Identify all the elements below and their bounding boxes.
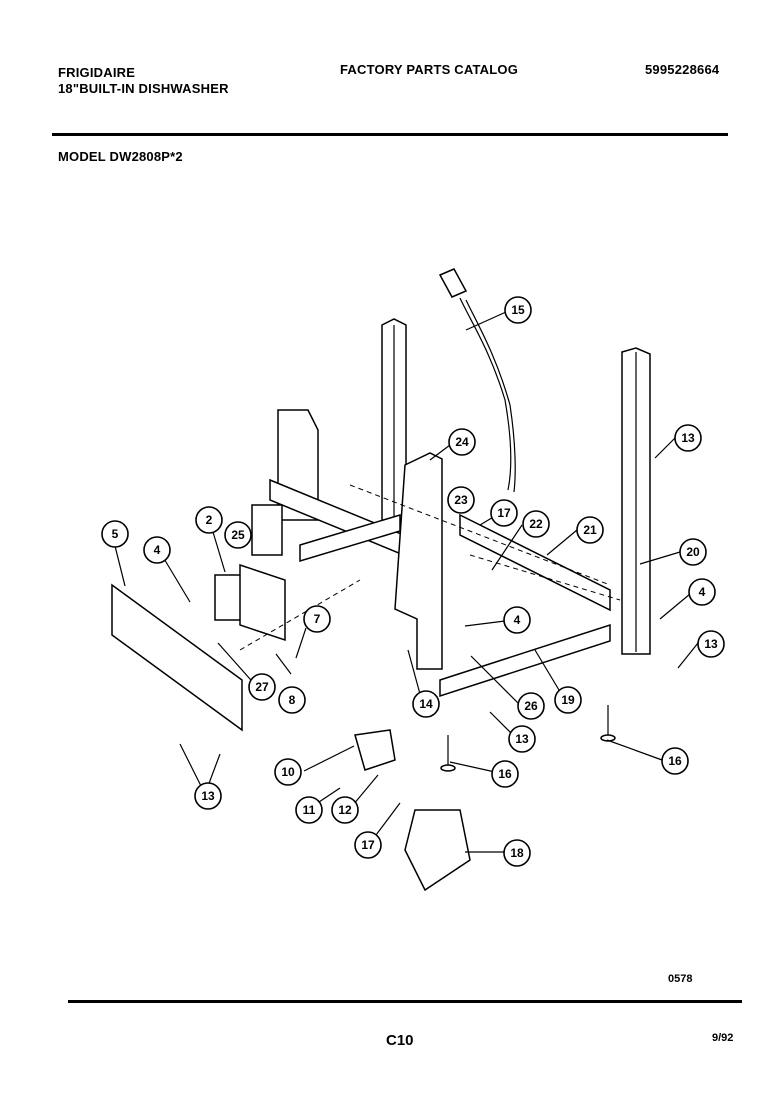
callout-number: 23 [454, 493, 468, 507]
catalog-title: FACTORY PARTS CATALOG [340, 62, 519, 77]
callout-number: 2 [206, 513, 213, 527]
inlet-valve-drawing [354, 729, 396, 771]
callout-4: 4 [503, 606, 531, 634]
callout-number: 26 [524, 699, 538, 713]
leveling-legs-drawing [440, 705, 616, 772]
callout-number: 10 [281, 765, 295, 779]
callout-number: 25 [231, 528, 245, 542]
callout-number: 11 [303, 803, 316, 817]
callout-number: 13 [681, 431, 695, 445]
base-frame-drawing [251, 409, 441, 572]
callout-8: 8 [278, 686, 306, 714]
page-number: C10 [386, 1032, 414, 1049]
callout-number: 21 [583, 523, 597, 537]
callout-16: 16 [491, 760, 519, 788]
assembly-guide-lines [239, 484, 621, 651]
callout-number: 4 [514, 613, 521, 627]
callout-16: 16 [661, 747, 689, 775]
left-upright-drawing [381, 318, 407, 536]
callout-number: 27 [255, 680, 269, 694]
callout-14: 14 [412, 690, 440, 718]
callout-18: 18 [503, 839, 531, 867]
callout-11: 11 [295, 796, 323, 824]
callout-number: 12 [338, 803, 352, 817]
callout-17: 17 [354, 831, 382, 859]
callout-number: 13 [201, 789, 215, 803]
header-rule [52, 133, 728, 136]
callout-19: 19 [554, 686, 582, 714]
right-rail-drawing [459, 513, 611, 612]
callout-number: 4 [699, 585, 706, 599]
callout-number: 7 [314, 612, 321, 626]
callout-24: 24 [448, 428, 476, 456]
motor-drawing [404, 809, 471, 892]
callout-number: 16 [668, 754, 682, 768]
callout-13: 13 [674, 424, 702, 452]
callout-23: 23 [447, 486, 475, 514]
brand-name: FRIGIDAIRE [58, 65, 136, 80]
catalog-number: 5995228664 [645, 62, 720, 77]
drawing-code: 0578 [668, 973, 693, 985]
power-cord-drawing [438, 268, 516, 493]
callout-number: 19 [561, 693, 575, 707]
callout-20: 20 [679, 538, 707, 566]
center-column-drawing [394, 452, 443, 670]
callout-27: 27 [248, 673, 276, 701]
callout-26: 26 [517, 692, 545, 720]
callout-2: 2 [195, 506, 223, 534]
callout-number: 18 [510, 846, 524, 860]
callout-13: 13 [508, 725, 536, 753]
callout-number: 22 [529, 517, 543, 531]
callout-number: 13 [515, 732, 529, 746]
model-number: MODEL DW2808P*2 [58, 149, 183, 164]
callout-7: 7 [303, 605, 331, 633]
callout-number: 4 [154, 543, 161, 557]
callout-number: 15 [511, 303, 525, 317]
callout-13: 13 [194, 782, 222, 810]
callout-5: 5 [101, 520, 129, 548]
callout-number: 5 [112, 527, 119, 541]
callout-22: 22 [522, 510, 550, 538]
footer-rule [68, 1000, 742, 1003]
callout-number: 20 [686, 545, 700, 559]
callout-10: 10 [274, 758, 302, 786]
callouts-layer: 15 13 24 23 17 22 21 20 5 4 2 25 7 4 4 1… [101, 296, 725, 867]
right-upright-drawing [621, 347, 651, 655]
print-date: 9/92 [712, 1032, 734, 1044]
bracket-drawing [214, 563, 286, 642]
callout-12: 12 [331, 796, 359, 824]
product-title: 18"BUILT-IN DISHWASHER [58, 81, 229, 96]
callout-4: 4 [688, 578, 716, 606]
callout-number: 8 [289, 693, 296, 707]
callout-number: 17 [497, 506, 511, 520]
callout-15: 15 [504, 296, 532, 324]
callout-number: 16 [498, 767, 512, 781]
front-rail-drawing [439, 623, 611, 698]
callout-number: 24 [455, 435, 469, 449]
callout-number: 13 [704, 637, 718, 651]
callout-13: 13 [697, 630, 725, 658]
callout-17: 17 [490, 499, 518, 527]
callout-25: 25 [224, 521, 252, 549]
kick-plate-drawing [111, 583, 243, 732]
callout-4: 4 [143, 536, 171, 564]
callout-number: 14 [419, 697, 433, 711]
callout-21: 21 [576, 516, 604, 544]
callout-number: 17 [361, 838, 375, 852]
